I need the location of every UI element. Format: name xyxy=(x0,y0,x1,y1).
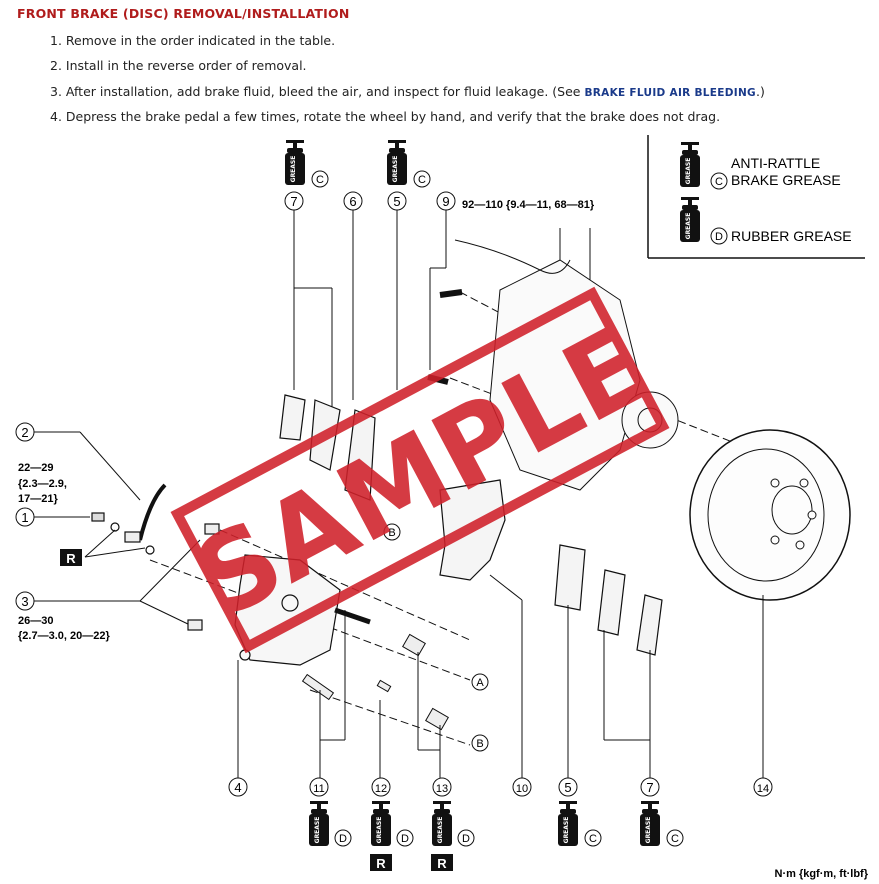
legend-c-line1: ANTI-RATTLE xyxy=(731,155,820,171)
callout-4: 4 xyxy=(234,780,241,795)
torque-3-a: 26—30 xyxy=(18,615,53,627)
torque-3-b: {2.7—3.0, 20—22} xyxy=(18,630,110,642)
torque-9: 92—110 {9.4—11, 68—81} xyxy=(462,199,595,211)
step-3: 3. After installation, add brake fluid, … xyxy=(50,83,765,108)
torque-1-b: {2.3—2.9, xyxy=(18,478,67,490)
reference-markers: B A B xyxy=(383,523,489,752)
grease-can-icon xyxy=(432,801,452,846)
callout-14: 14 xyxy=(757,783,769,795)
page-title: FRONT BRAKE (DISC) REMOVAL/INSTALLATION xyxy=(17,6,350,21)
r-mark-12: R xyxy=(376,856,386,871)
grease-can-icon xyxy=(680,142,700,187)
ref-a: A xyxy=(476,677,484,689)
bottom-leaders xyxy=(237,574,764,778)
disc-rotor xyxy=(689,429,851,601)
slide-pins xyxy=(301,633,449,731)
grease-can-icon xyxy=(285,140,305,185)
callout-9: 9 xyxy=(442,194,449,209)
callout-1: 1 xyxy=(21,510,28,525)
callout-12: 12 xyxy=(375,783,387,795)
grease-can-icon xyxy=(558,801,578,846)
callout-13: 13 xyxy=(436,783,448,795)
bottom-callouts: 4 11 12 13 10 5 7 14 xyxy=(228,777,773,797)
leader-lines xyxy=(293,210,591,420)
r-mark-13: R xyxy=(437,856,447,871)
callout-7-bottom: 7 xyxy=(646,780,653,795)
callout-6: 6 xyxy=(349,194,356,209)
bottom-d-11: D xyxy=(339,833,347,845)
units-note: N·m {kgf·m, ft·lbf} xyxy=(775,868,869,880)
top-grease-cans: C C xyxy=(285,140,431,188)
step-3-text: 3. After installation, add brake fluid, … xyxy=(50,83,585,99)
grease-can-icon xyxy=(309,801,329,846)
step-2: 2. Install in the reverse order of remov… xyxy=(50,58,307,74)
legend-c-line2: BRAKE GREASE xyxy=(731,172,841,188)
top-c-letter-2: C xyxy=(418,174,426,186)
step-3-suffix: .) xyxy=(755,83,765,99)
bottom-grease-cans: D D D C C R R xyxy=(309,801,684,871)
bottom-d-13: D xyxy=(462,833,470,845)
r-mark-left: R xyxy=(60,549,82,566)
grease-can-icon xyxy=(387,140,407,185)
legend-d-letter: D xyxy=(715,231,723,243)
legend-box: C ANTI-RATTLE BRAKE GREASE D RUBBER GREA… xyxy=(647,135,865,259)
step-1: 1. Remove in the order indicated in the … xyxy=(50,33,336,48)
svg-text:R: R xyxy=(66,551,76,566)
grease-can-icon xyxy=(640,801,660,846)
bottom-d-12: D xyxy=(401,833,409,845)
instruction-list: 1. Remove in the order indicated in the … xyxy=(50,32,765,133)
bottom-c-5: C xyxy=(589,833,597,845)
ref-b-lower: B xyxy=(476,738,483,750)
callout-7-top: 7 xyxy=(290,194,297,209)
bottom-c-7: C xyxy=(671,833,679,845)
left-leaders xyxy=(34,431,201,626)
grease-can-icon xyxy=(680,197,700,242)
brake-fluid-air-bleeding-link[interactable]: BRAKE FLUID AIR BLEEDING xyxy=(584,86,756,99)
ref-b-upper: B xyxy=(388,527,395,539)
top-c-letter-1: C xyxy=(316,174,324,186)
step-4: 4. Depress the brake pedal a few times, … xyxy=(50,108,721,124)
grease-can-icon xyxy=(371,801,391,846)
callout-5-top: 5 xyxy=(393,194,400,209)
torque-1-c: 17—21} xyxy=(18,493,58,505)
callout-3: 3 xyxy=(21,594,28,609)
callout-10: 10 xyxy=(516,783,528,795)
left-callouts: 2 1 3 xyxy=(15,422,35,611)
torque-1-a: 22—29 xyxy=(18,462,53,474)
callout-5-bottom: 5 xyxy=(564,780,571,795)
left-torques: 22—29 {2.3—2.9, 17—21} 26—30 {2.7—3.0, 2… xyxy=(18,462,110,642)
callout-2: 2 xyxy=(21,425,28,440)
legend-d-line1: RUBBER GREASE xyxy=(731,228,852,244)
legend-c-letter: C xyxy=(715,176,723,188)
callout-11: 11 xyxy=(313,783,324,795)
top-callouts: 7 6 5 9 xyxy=(284,191,456,211)
